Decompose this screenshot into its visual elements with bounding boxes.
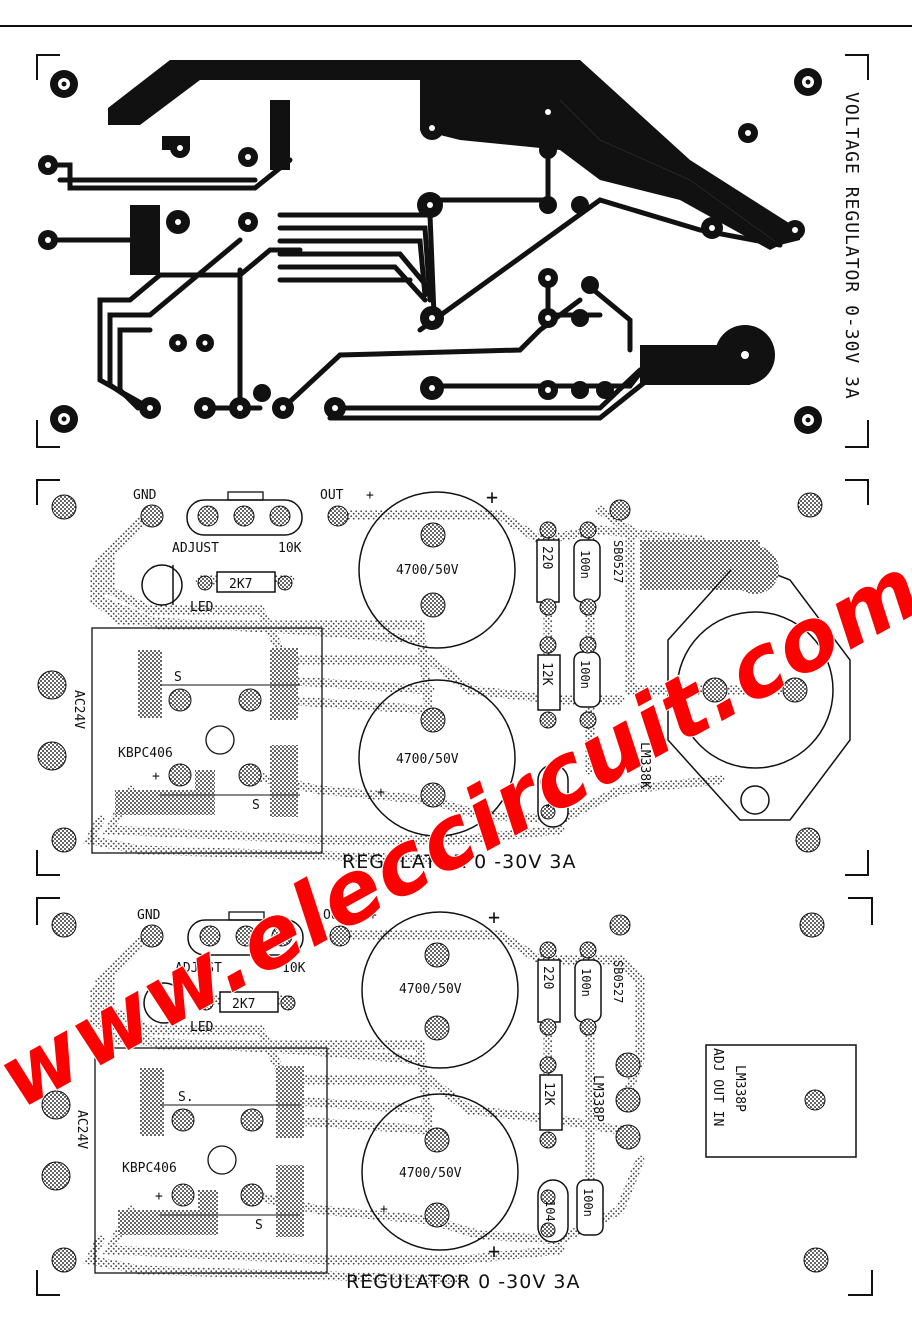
ic-label-2: LM338K [637,742,652,789]
corner-marks [36,54,869,448]
ac-label-2: AC24V [71,690,86,729]
cap-4700-bottom-3 [361,1093,519,1251]
copper-pours [108,60,800,385]
halftone-pours-2 [115,540,760,817]
corner-marks-3 [36,897,873,1296]
bridge-outline-2 [91,627,323,854]
res-12k-label-3: 12K [541,1082,556,1106]
gnd-label-3: GND [137,908,161,923]
pad-big-2 [731,546,779,594]
component-layout-panel-k: GND OUT + + ADJUST 10K 2K7 LED AC24V KBP… [36,479,869,876]
cap-100b-label-3: 100n [581,1188,595,1217]
resistor-2k7-3 [219,991,279,1013]
pads-2 [37,492,823,853]
plus-bottom-3: + [488,1239,500,1263]
mounting-holes [50,68,822,434]
lm338p-box [705,1044,857,1158]
cap-100-label-3: 100n [579,968,593,997]
diode-label-3: SB0527 [611,960,625,1003]
cap-104-label-3: 104 [543,1200,557,1222]
diode-label-2: SB0527 [611,540,625,583]
cap-100-label-2: 100n [578,550,592,579]
res-2k7-label-3: 2K7 [232,997,255,1012]
s1-label-2: S [174,670,182,685]
gnd-label-2: GND [133,488,157,503]
out-plus-label-2: + [366,488,374,503]
bridge-plus-label-2: + [152,769,160,784]
cap-104-label-2: 104 [543,786,557,808]
res-220-label-2: 220 [539,546,554,569]
halftone-pours-3 [118,1066,304,1237]
s1-label-3: S. [178,1090,194,1105]
res-2k7-label-2: 2K7 [229,577,252,592]
out-label-3: OUT [323,908,347,923]
led-label-2: LED [190,600,214,615]
plus-top-3: + [488,905,500,929]
plus-bottom-2: + [484,820,496,844]
lm338p-box-pins: ADJ OUT IN [710,1048,725,1126]
cap-4700-top-3 [361,911,519,1069]
led-label-3: LED [190,1020,214,1035]
cap2-plus-label-3: + [380,1202,388,1217]
resistor-2k7-2 [216,571,276,593]
lm338p-box-name: LM338P [732,1065,747,1112]
resistor-12k-2 [537,654,561,711]
panel1-title: VOLTAGE REGULATOR 0-30V 3A [841,92,862,400]
led-outline-3 [143,982,185,1024]
cap1-label-2: 4700/50V [396,563,459,578]
s2-label-3: S [255,1218,263,1233]
component-layout-panel-p: GND OUT + + ADJUST 10K 2K7 LED AC24V KBP… [36,897,873,1296]
out-plus-label-3: + [369,908,377,923]
s2-label-2: S [252,798,260,813]
pot-label-3: 10K [282,961,306,976]
led-outline-2 [141,564,183,606]
cap1-label-3: 4700/50V [399,982,462,997]
pads-3 [41,912,829,1273]
bridge-label-3: KBPC406 [122,1161,177,1176]
cap2-plus-label-2: + [377,785,385,800]
cap-4700-top-2 [358,491,516,649]
cap2-label-2: 4700/50V [396,752,459,767]
copper-layout-panel: VOLTAGE REGULATOR 0-30V 3A [36,54,869,448]
pad-holes [45,109,798,411]
res-220-label-3: 220 [540,966,555,989]
cap-100n-b-3 [576,1179,604,1236]
out-label-2: OUT [320,488,344,503]
corner-marks-2 [36,479,869,876]
bridge-outline-3 [94,1047,328,1274]
adjust-label-3: ADJUST [175,961,222,976]
plus-top-2: + [486,485,498,509]
footer-label-3: REGULATOR 0 -30V 3A [346,1271,580,1293]
adjust-label-2: ADJUST [172,541,219,556]
cap2-label-3: 4700/50V [399,1166,462,1181]
ac-label-3: AC24V [74,1110,89,1149]
resistor-12k-3 [539,1074,563,1131]
ic-label-3: LM338P [590,1075,605,1122]
bridge-label-2: KBPC406 [118,746,173,761]
bridge-plus-label-3: + [155,1189,163,1204]
footer-label-2: REGULATOR 0 -30V 3A [342,851,576,873]
cap-4700-bottom-2 [358,679,516,837]
cap-100b-label-2: 100n [578,660,592,689]
res-12k-label-2: 12K [539,662,554,686]
pot-label-2: 10K [278,541,302,556]
